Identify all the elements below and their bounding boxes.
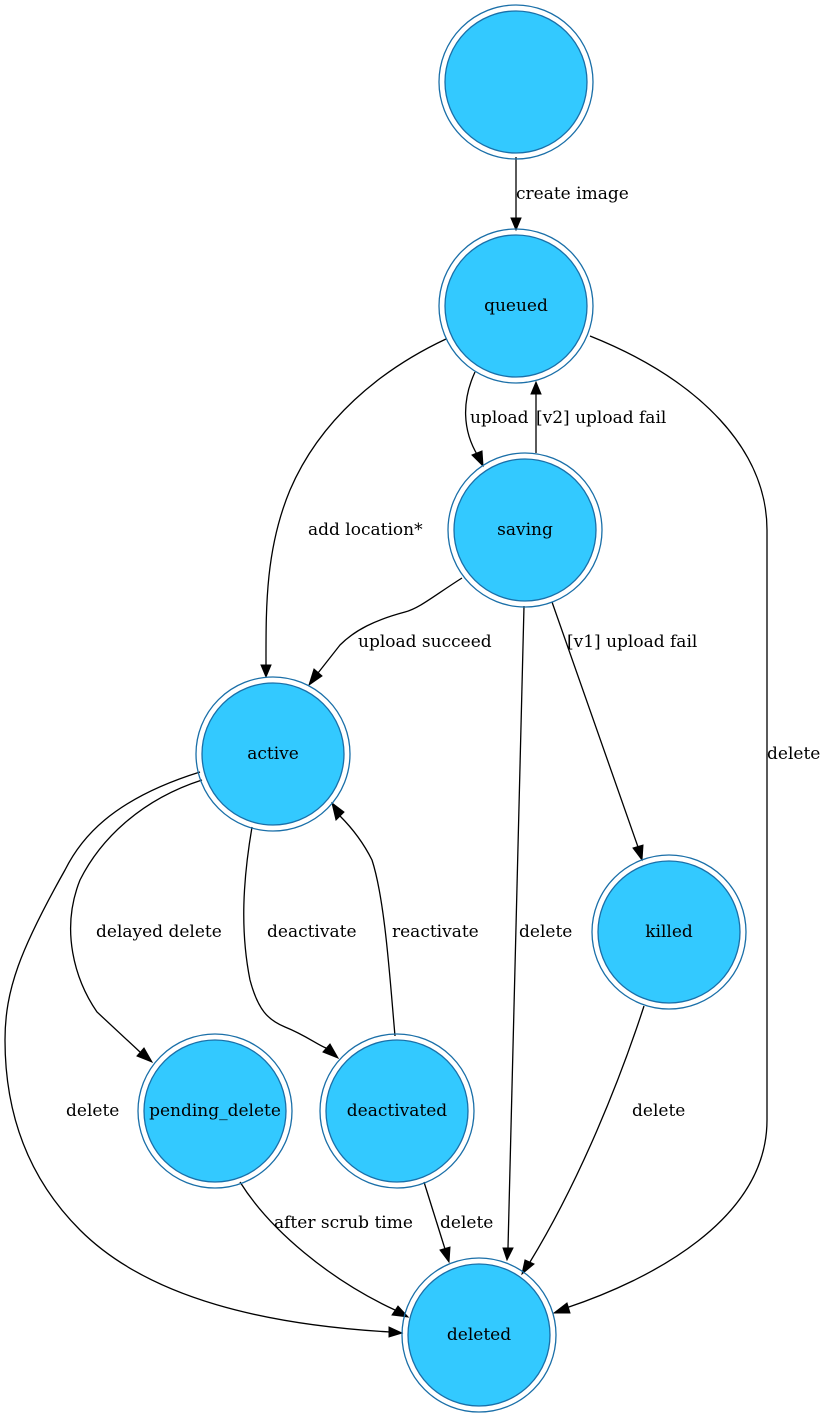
node-label-pending-delete: pending_delete — [149, 1101, 281, 1121]
node-label-active: active — [247, 744, 299, 764]
node-saving: saving — [447, 452, 603, 608]
node-label-deleted: deleted — [447, 1325, 511, 1345]
node-deactivated: deactivated — [319, 1033, 475, 1189]
edge-saving-deleted — [502, 605, 525, 1262]
edge-label-add-location: add location* — [308, 520, 423, 540]
edge-label-deactivate: deactivate — [267, 922, 357, 942]
edge-label-upload: upload — [470, 408, 529, 428]
edge-label-reactivate: reactivate — [392, 922, 479, 942]
edge-label-killed-delete: delete — [632, 1101, 685, 1121]
node-label-saving: saving — [497, 520, 553, 540]
edge-label-upload-succeed: upload succeed — [358, 632, 492, 652]
edge-start-queued — [510, 157, 522, 232]
edge-pending-delete-deleted — [239, 1181, 410, 1318]
edge-label-after-scrub-time: after scrub time — [274, 1213, 413, 1233]
edge-labels: create image upload [v2] upload fail add… — [66, 184, 820, 1233]
edge-killed-deleted — [521, 1005, 645, 1276]
edges — [4, 157, 768, 1338]
edge-active-deactivated — [243, 826, 340, 1059]
node-deleted: deleted — [401, 1257, 557, 1413]
node-killed: killed — [591, 854, 747, 1010]
edge-active-deleted — [4, 771, 404, 1338]
node-pending-delete: pending_delete — [137, 1033, 293, 1189]
edge-label-queued-delete: delete — [767, 744, 820, 764]
edge-deactivated-active — [331, 801, 396, 1037]
edge-label-saving-delete: delete — [519, 922, 572, 942]
edge-label-delayed-delete: delayed delete — [96, 922, 222, 942]
edge-label-active-delete: delete — [66, 1101, 119, 1121]
edge-deactivated-deleted — [423, 1181, 451, 1264]
edge-label-v2-upload-fail: [v2] upload fail — [536, 408, 666, 428]
edge-saving-active — [308, 577, 463, 687]
node-queued: queued — [438, 228, 594, 384]
nodes: queued saving active killed pending_dele… — [137, 4, 747, 1413]
node-active: active — [195, 676, 351, 832]
edge-label-deactivated-delete: delete — [440, 1213, 493, 1233]
edge-queued-deleted — [552, 335, 768, 1314]
node-label-deactivated: deactivated — [347, 1101, 447, 1121]
node-label-queued: queued — [484, 296, 548, 316]
edge-queued-active — [260, 338, 447, 679]
edge-active-pending-delete — [70, 779, 203, 1063]
node-start — [438, 4, 594, 160]
edge-saving-queued — [530, 380, 542, 453]
edge-label-create-image: create image — [516, 184, 629, 204]
edge-label-v1-upload-fail: [v1] upload fail — [567, 632, 697, 652]
edge-saving-killed — [551, 601, 644, 862]
node-label-killed: killed — [645, 922, 693, 942]
edge-queued-saving — [464, 371, 484, 468]
